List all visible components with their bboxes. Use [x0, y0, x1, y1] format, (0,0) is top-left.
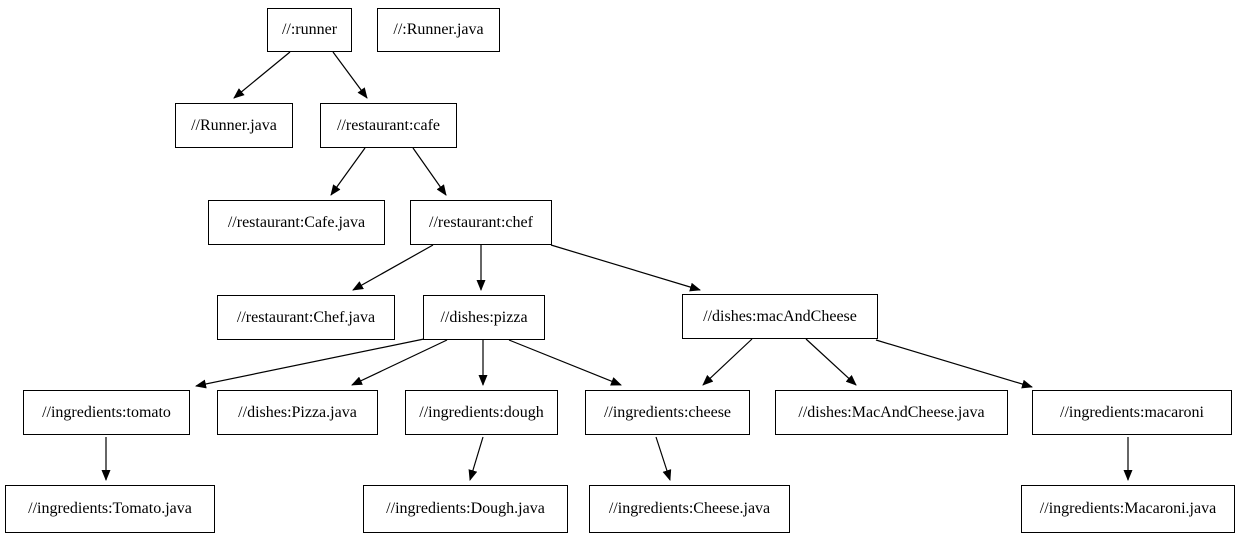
- node-cheese-label: //ingredients:cheese: [603, 403, 732, 421]
- node-cafe-label: //restaurant:cafe: [336, 116, 441, 134]
- node-macaroni: //ingredients:macaroni: [1032, 390, 1232, 435]
- node-macaroni-java: //ingredients:Macaroni.java: [1021, 485, 1235, 533]
- node-macaroni-label: //ingredients:macaroni: [1060, 403, 1204, 421]
- edge-cafe-to-chef: [412, 147, 447, 196]
- edge-mac-and-cheese-to-macaroni: [875, 339, 1033, 389]
- node-runner-java-root: //:Runner.java: [377, 8, 500, 52]
- node-cafe-java: //restaurant:Cafe.java: [208, 200, 385, 245]
- node-tomato-label: //ingredients:tomato: [42, 403, 171, 421]
- edge-pizza-to-pizza-java: [351, 339, 448, 386]
- edge-pizza-to-tomato: [195, 338, 425, 389]
- edge-mac-and-cheese-to-cheese: [702, 338, 753, 386]
- node-mac-and-cheese: //dishes:macAndCheese: [682, 294, 878, 339]
- node-cheese: //ingredients:cheese: [585, 390, 750, 435]
- node-mac-and-cheese-java: //dishes:MacAndCheese.java: [775, 390, 1008, 435]
- node-dough: //ingredients:dough: [405, 390, 558, 435]
- edge-pizza-to-cheese: [508, 339, 622, 386]
- node-pizza-label: //dishes:pizza: [440, 308, 528, 326]
- node-tomato-java: //ingredients:Tomato.java: [5, 485, 215, 533]
- node-chef: //restaurant:chef: [410, 200, 552, 245]
- node-runner-java-label: //Runner.java: [191, 116, 277, 134]
- node-chef-label: //restaurant:chef: [429, 213, 533, 231]
- node-pizza: //dishes:pizza: [423, 295, 545, 340]
- node-tomato: //ingredients:tomato: [23, 390, 190, 435]
- node-chef-java: //restaurant:Chef.java: [217, 295, 395, 340]
- edge-cheese-to-cheese-java: [655, 436, 672, 481]
- node-tomato-java-label: //ingredients:Tomato.java: [28, 500, 192, 517]
- node-cafe-java-label: //restaurant:Cafe.java: [227, 213, 366, 231]
- edge-chef-to-chef-java: [352, 244, 434, 291]
- node-dough-java: //ingredients:Dough.java: [363, 485, 568, 533]
- node-pizza-java-label: //dishes:Pizza.java: [238, 403, 357, 421]
- node-chef-java-label: //restaurant:Chef.java: [236, 308, 376, 326]
- node-dough-label: //ingredients:dough: [419, 403, 544, 421]
- node-mac-and-cheese-java-label: //dishes:MacAndCheese.java: [798, 403, 985, 421]
- node-runner: //:runner: [267, 8, 352, 52]
- node-pizza-java: //dishes:Pizza.java: [217, 390, 378, 435]
- edge-dough-to-dough-java: [468, 436, 484, 481]
- node-mac-and-cheese-label: //dishes:macAndCheese: [703, 307, 857, 325]
- edge-cafe-to-cafe-java: [330, 147, 366, 196]
- node-cheese-java-label: //ingredients:Cheese.java: [608, 500, 771, 517]
- node-cheese-java: //ingredients:Cheese.java: [589, 485, 790, 533]
- node-cafe: //restaurant:cafe: [320, 103, 457, 148]
- node-runner-label: //:runner: [281, 21, 338, 38]
- node-macaroni-java-label: //ingredients:Macaroni.java: [1039, 500, 1217, 517]
- node-runner-java: //Runner.java: [175, 103, 293, 148]
- edge-chef-to-mac-and-cheese: [550, 244, 701, 292]
- node-dough-java-label: //ingredients:Dough.java: [386, 500, 545, 517]
- node-runner-java-root-label: //:Runner.java: [393, 21, 484, 38]
- edge-runner-to-cafe: [332, 51, 368, 99]
- edge-mac-and-cheese-to-mac-and-cheese-java: [805, 338, 857, 386]
- edge-runner-to-runner-java: [233, 51, 291, 99]
